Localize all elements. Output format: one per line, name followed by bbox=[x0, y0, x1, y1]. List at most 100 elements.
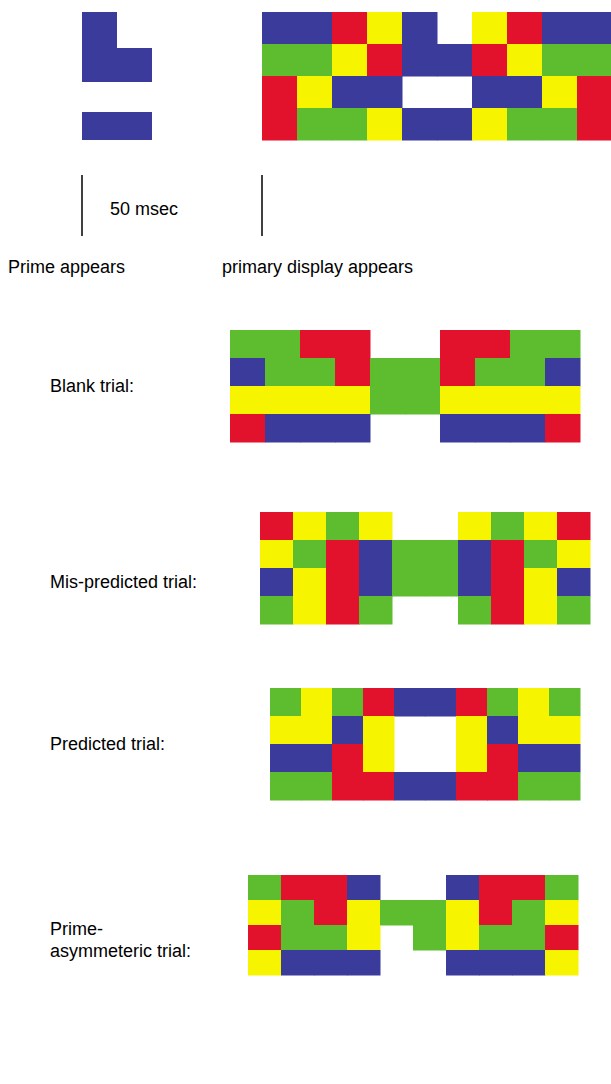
mosaic-cell bbox=[367, 12, 403, 45]
mosaic-cell bbox=[332, 772, 364, 801]
mosaic-cell bbox=[281, 875, 315, 901]
mosaic-cell bbox=[297, 44, 333, 77]
mosaic-cell bbox=[491, 512, 525, 541]
mosaic-cell bbox=[301, 744, 333, 773]
mosaic-cell bbox=[549, 688, 581, 717]
mosaic-cell bbox=[479, 900, 513, 926]
mosaic-cell bbox=[510, 414, 546, 443]
mosaic-cell bbox=[326, 540, 360, 569]
mosaic-cell bbox=[347, 950, 381, 976]
mosaic-cell bbox=[260, 540, 294, 569]
mosaic-cell bbox=[363, 772, 395, 801]
mosaic-cell bbox=[557, 512, 591, 541]
mosaic-cell bbox=[270, 744, 302, 773]
mosaic-cell bbox=[491, 568, 525, 597]
mosaic-cell bbox=[510, 386, 546, 415]
mosaic-cell bbox=[524, 596, 558, 625]
mosaic-cell bbox=[487, 716, 519, 745]
mosaic-cell bbox=[472, 108, 508, 141]
mosaic-cell bbox=[270, 772, 302, 801]
mosaic-cell bbox=[297, 12, 333, 45]
mosaic-cell bbox=[557, 568, 591, 597]
mosaic-cell bbox=[542, 12, 578, 45]
mosaic-cell bbox=[392, 568, 426, 597]
mosaic-cell bbox=[332, 12, 368, 45]
mosaic-cell bbox=[326, 596, 360, 625]
mosaic-cell bbox=[437, 108, 473, 141]
mosaic-cell bbox=[549, 772, 581, 801]
mosaic-cell bbox=[545, 925, 579, 951]
mosaic-cell bbox=[326, 568, 360, 597]
mosaic-cell bbox=[262, 108, 298, 141]
mosaic-cell bbox=[332, 108, 368, 141]
mosaic-cell bbox=[425, 688, 457, 717]
mosaic-cell bbox=[545, 414, 581, 443]
time-marker bbox=[261, 175, 263, 236]
mosaic-cell bbox=[577, 76, 611, 109]
mosaic-cell bbox=[413, 925, 447, 951]
mosaic-cell bbox=[332, 716, 364, 745]
mosaic-cell bbox=[479, 875, 513, 901]
mosaic-cell bbox=[314, 950, 348, 976]
mosaic-cell bbox=[542, 108, 578, 141]
mosaic-cell bbox=[557, 540, 591, 569]
mosaic-cell bbox=[347, 875, 381, 901]
mosaic-cell bbox=[335, 414, 371, 443]
trial-label: Mis-predicted trial: bbox=[50, 571, 197, 593]
mosaic-cell bbox=[557, 596, 591, 625]
mosaic-cell bbox=[230, 414, 266, 443]
mosaic-cell bbox=[437, 44, 473, 77]
mosaic-cell bbox=[545, 386, 581, 415]
prime-shape bbox=[82, 48, 152, 82]
mosaic-cell bbox=[440, 414, 476, 443]
mosaic-cell bbox=[270, 716, 302, 745]
mosaic-cell bbox=[507, 76, 543, 109]
mosaic-cell bbox=[262, 44, 298, 77]
mosaic-cell bbox=[301, 716, 333, 745]
mosaic-cell bbox=[281, 900, 315, 926]
mosaic-cell bbox=[479, 950, 513, 976]
mosaic-cell bbox=[332, 688, 364, 717]
mosaic-cell bbox=[300, 414, 336, 443]
mosaic-cell bbox=[265, 386, 301, 415]
event-label: primary display appears bbox=[222, 256, 413, 278]
mosaic-cell bbox=[359, 596, 393, 625]
mosaic-cell bbox=[446, 875, 480, 901]
mosaic-cell bbox=[472, 44, 508, 77]
mosaic-cell bbox=[363, 744, 395, 773]
mosaic-cell bbox=[394, 688, 426, 717]
mosaic-cell bbox=[510, 330, 546, 359]
mosaic-cell bbox=[524, 568, 558, 597]
mosaic-cell bbox=[402, 44, 438, 77]
mosaic-cell bbox=[297, 76, 333, 109]
prime-shape bbox=[82, 112, 152, 140]
mosaic-cell bbox=[507, 108, 543, 141]
mosaic-cell bbox=[472, 12, 508, 45]
mosaic-cell bbox=[300, 386, 336, 415]
mosaic-cell bbox=[402, 12, 438, 45]
mosaic-cell bbox=[577, 12, 611, 45]
mosaic-cell bbox=[542, 76, 578, 109]
mosaic-cell bbox=[491, 596, 525, 625]
mosaic-cell bbox=[363, 688, 395, 717]
mosaic-cell bbox=[359, 568, 393, 597]
mosaic-cell bbox=[293, 512, 327, 541]
mosaic-cell bbox=[260, 568, 294, 597]
mosaic-cell bbox=[265, 330, 301, 359]
mosaic-cell bbox=[270, 688, 302, 717]
mosaic-cell bbox=[392, 540, 426, 569]
mosaic-cell bbox=[370, 358, 406, 387]
mosaic-cell bbox=[300, 358, 336, 387]
mosaic-cell bbox=[440, 358, 476, 387]
mosaic-cell bbox=[458, 568, 492, 597]
mosaic-cell bbox=[512, 900, 546, 926]
mosaic-cell bbox=[248, 950, 282, 976]
mosaic-cell bbox=[507, 44, 543, 77]
mosaic-cell bbox=[230, 386, 266, 415]
mosaic-cell bbox=[545, 875, 579, 901]
mosaic-cell bbox=[230, 358, 266, 387]
mosaic-cell bbox=[413, 900, 447, 926]
mosaic-cell bbox=[260, 596, 294, 625]
mosaic-cell bbox=[301, 688, 333, 717]
event-label: Prime appears bbox=[8, 256, 125, 278]
